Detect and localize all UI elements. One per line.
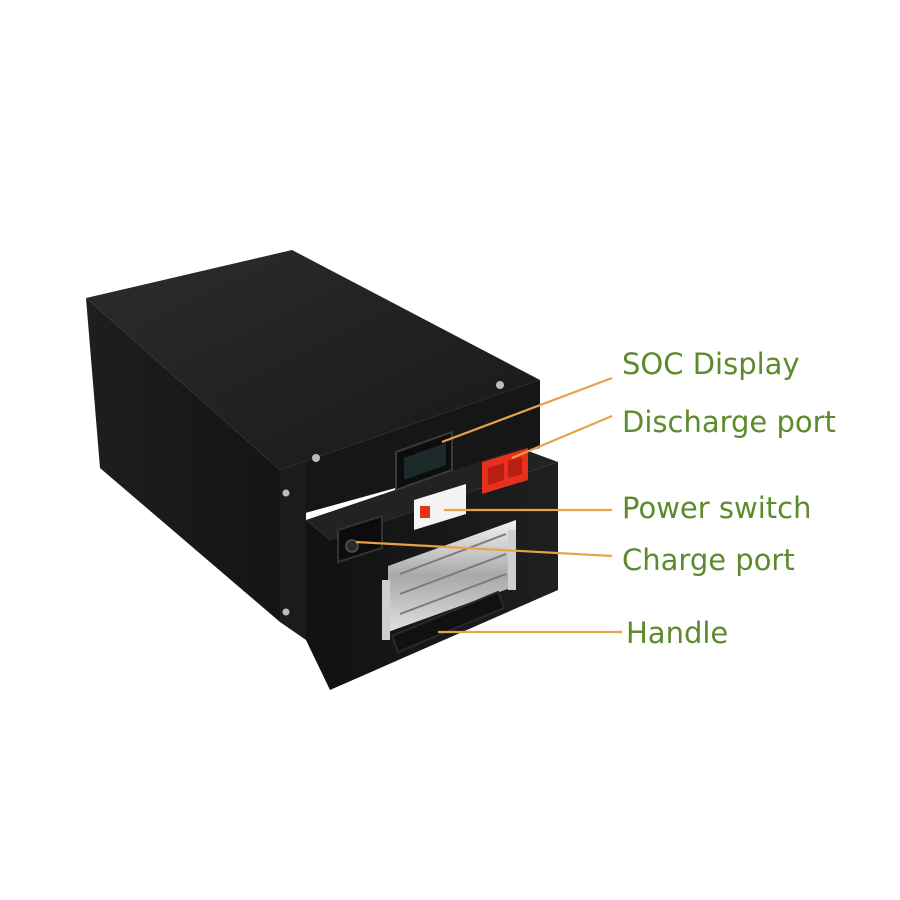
power-switch-breaker <box>414 484 466 530</box>
screw <box>312 454 320 462</box>
label-charge-port: Charge port <box>622 543 795 577</box>
case-top <box>86 250 540 470</box>
leader-discharge-port <box>511 414 613 460</box>
screw <box>496 381 504 389</box>
label-power-switch: Power switch <box>622 491 811 525</box>
screw <box>282 489 290 497</box>
discharge-port-connector <box>482 448 528 494</box>
battery-case <box>86 250 558 690</box>
soc-display-panel <box>395 430 453 492</box>
front-module-side <box>306 520 330 690</box>
label-handle: Handle <box>626 616 728 650</box>
case-front-frame <box>280 462 306 640</box>
leader-lines <box>355 376 622 634</box>
screw <box>282 608 290 616</box>
leader-charge-port <box>355 540 613 558</box>
label-soc-display: SOC Display <box>622 347 800 381</box>
case-side <box>86 298 280 622</box>
charge-port-socket <box>337 514 383 564</box>
label-discharge-port: Discharge port <box>622 405 836 439</box>
callout-labels: SOC Display Discharge port Power switch … <box>622 347 836 650</box>
leader-soc-display <box>441 376 613 444</box>
